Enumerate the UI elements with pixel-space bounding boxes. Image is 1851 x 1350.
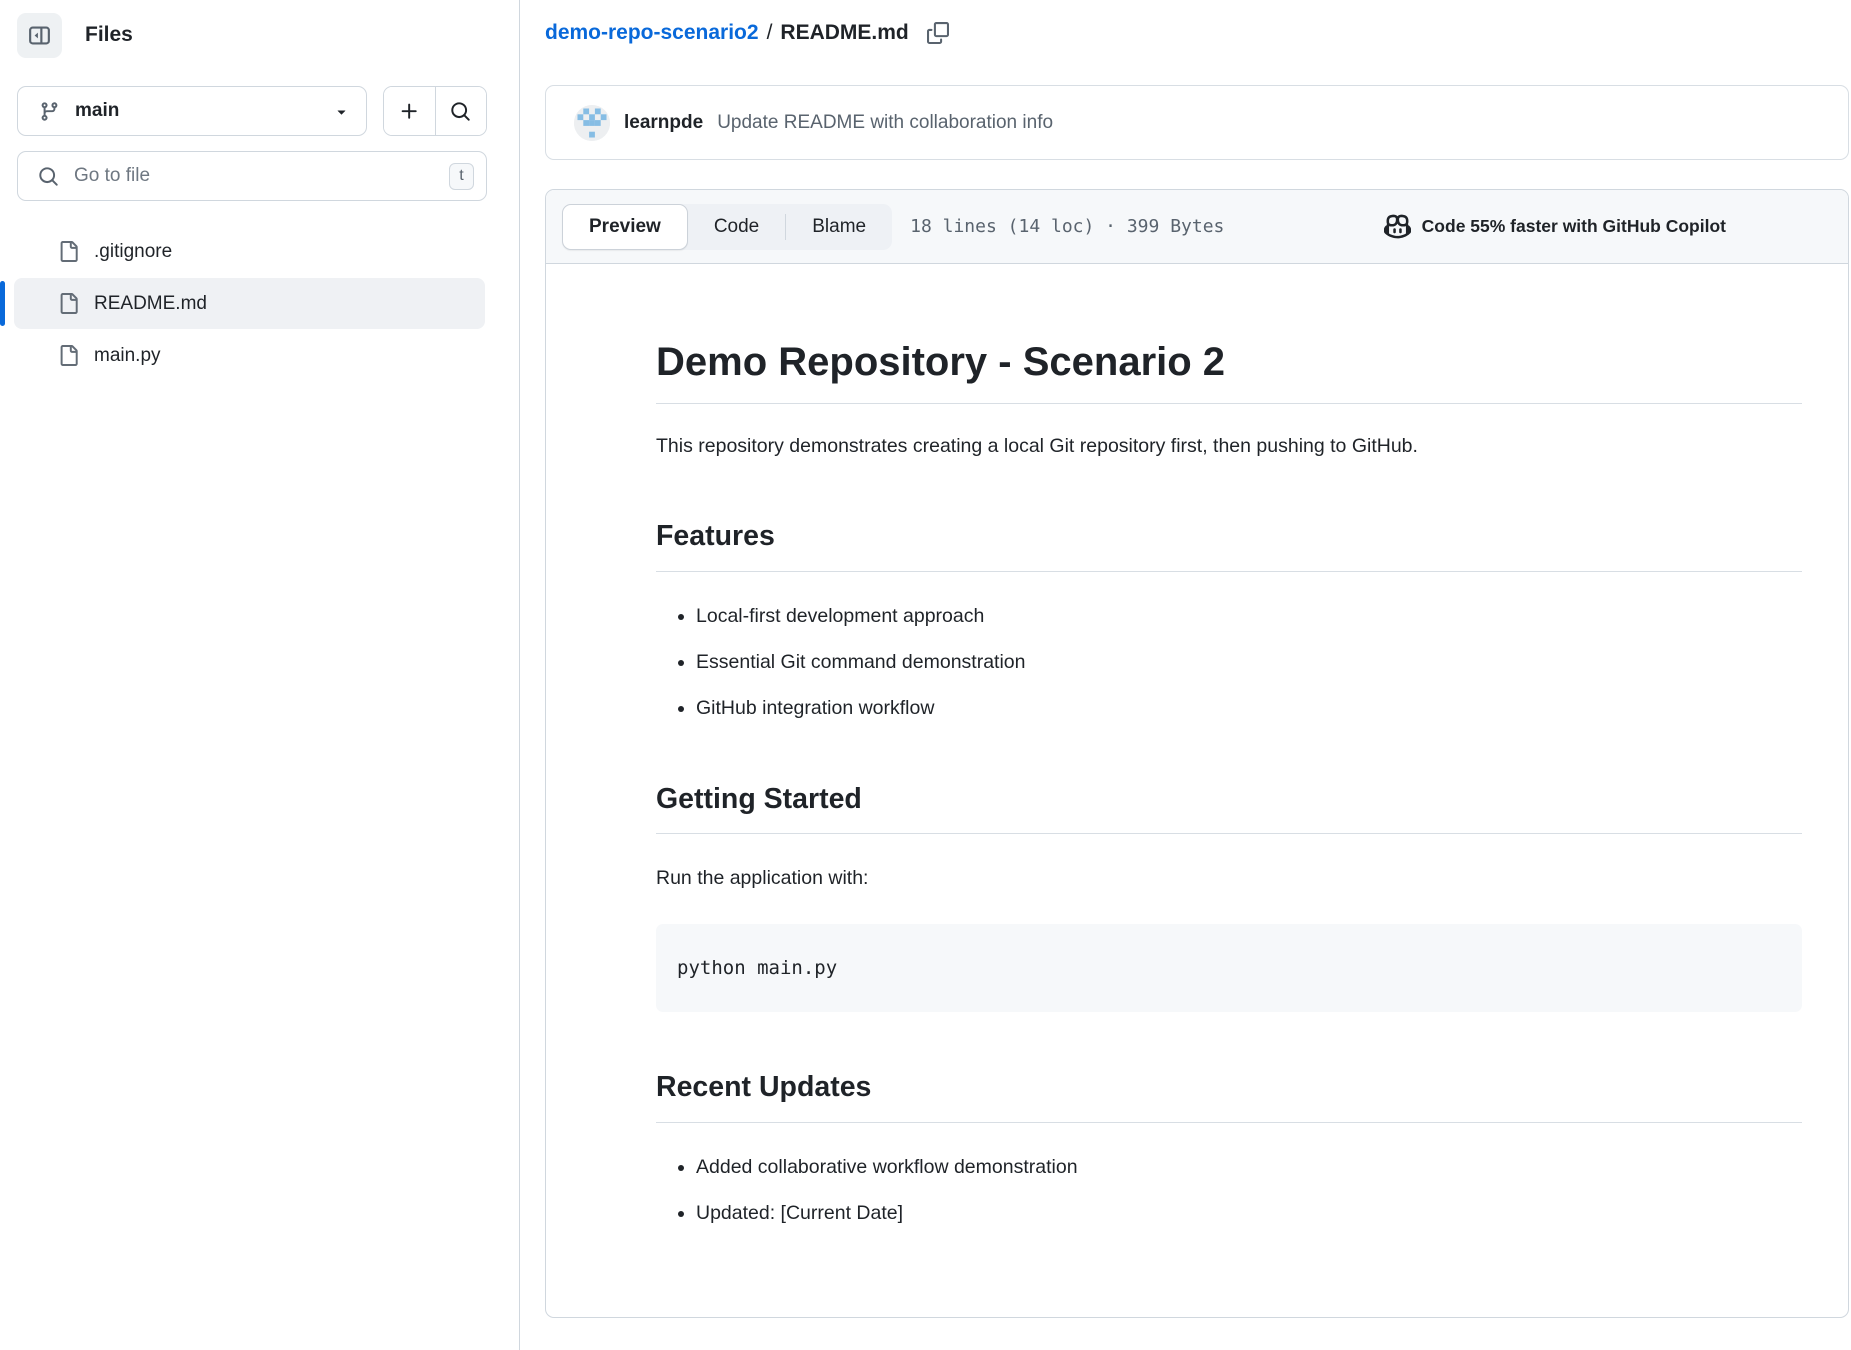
chevron-down-icon	[333, 103, 350, 120]
file-header-toolbar: Preview Code Blame 18 lines (14 loc) · 3…	[546, 190, 1848, 264]
list-item: Essential Git command demonstration	[696, 648, 1802, 677]
file-card: Preview Code Blame 18 lines (14 loc) · 3…	[545, 189, 1849, 1319]
file-name: .gitignore	[94, 240, 173, 262]
file-row-mainpy[interactable]: main.py	[14, 330, 485, 381]
file-icon	[58, 345, 79, 366]
list-item: GitHub integration workflow	[696, 694, 1802, 723]
collapse-sidebar-button[interactable]	[17, 12, 62, 58]
shortcut-key-badge: t	[449, 162, 474, 190]
breadcrumb-separator: /	[766, 21, 773, 44]
sidebar-title: Files	[85, 23, 133, 46]
search-icon	[38, 166, 59, 187]
tab-divider	[785, 213, 787, 240]
breadcrumb-repo-link[interactable]: demo-repo-scenario2	[545, 21, 759, 44]
file-icon	[58, 293, 79, 314]
breadcrumb-file-name: README.md	[780, 21, 909, 44]
commit-author-link[interactable]: learnpde	[624, 111, 704, 133]
tab-code[interactable]: Code	[688, 204, 785, 250]
getting-started-heading: Getting Started	[656, 782, 1802, 835]
file-view-main: demo-repo-scenario2 / README.md l	[520, 0, 1851, 1350]
go-to-file-input[interactable]	[74, 165, 434, 187]
copilot-icon	[1383, 213, 1411, 240]
git-branch-icon	[39, 101, 60, 122]
selected-file-accent-bar	[0, 281, 5, 326]
files-sidebar: Files main	[0, 0, 520, 1350]
readme-intro: This repository demonstrates creating a …	[656, 435, 1418, 457]
file-name: README.md	[94, 292, 207, 314]
getting-started-text: Run the application with:	[656, 867, 869, 890]
branch-toolbar: main	[17, 86, 487, 136]
list-item: Updated: [Current Date]	[696, 1199, 1802, 1228]
recent-updates-heading: Recent Updates	[656, 1070, 1802, 1123]
updates-list: Added collaborative workflow demonstrati…	[656, 1153, 1802, 1229]
file-name: main.py	[94, 344, 161, 366]
file-stats: 18 lines (14 loc) · 399 Bytes	[910, 216, 1225, 237]
list-item: Local-first development approach	[696, 602, 1802, 631]
code-text: python main.py	[677, 956, 838, 979]
file-tree: .gitignore README.md main.py	[0, 226, 487, 381]
file-icon	[58, 241, 79, 262]
file-actions-group	[383, 86, 487, 136]
file-row-gitignore[interactable]: .gitignore	[14, 226, 485, 277]
commit-message[interactable]: Update README with collaboration info	[717, 111, 1054, 133]
readme-title: Demo Repository - Scenario 2	[656, 337, 1802, 404]
avatar[interactable]	[574, 104, 610, 141]
add-file-button[interactable]	[384, 87, 435, 135]
list-item: Added collaborative workflow demonstrati…	[696, 1153, 1802, 1182]
features-list: Local-first development approach Essenti…	[656, 602, 1802, 724]
tab-blame[interactable]: Blame	[786, 204, 892, 250]
copy-icon	[926, 22, 949, 44]
readme-preview: Demo Repository - Scenario 2 This reposi…	[546, 264, 1848, 1317]
copy-path-button[interactable]	[923, 18, 953, 48]
current-branch-label: main	[75, 100, 120, 121]
branch-selector[interactable]: main	[17, 86, 367, 136]
sidebar-header: Files	[17, 12, 487, 58]
tab-preview[interactable]: Preview	[562, 203, 688, 250]
search-icon	[450, 101, 471, 122]
plus-icon	[399, 101, 420, 122]
collapse-sidebar-icon	[28, 24, 51, 47]
code-block: python main.py	[656, 923, 1802, 1013]
copilot-promo-text: Code 55% faster with GitHub Copilot	[1421, 216, 1726, 236]
search-files-button[interactable]	[434, 87, 486, 135]
features-heading: Features	[656, 519, 1802, 572]
go-to-file-search: t	[17, 151, 487, 201]
file-row-readme[interactable]: README.md	[0, 278, 485, 329]
breadcrumb: demo-repo-scenario2 / README.md	[545, 16, 1849, 50]
view-switcher: Preview Code Blame	[562, 203, 893, 250]
latest-commit-bar: learnpde Update README with collaboratio…	[545, 85, 1849, 160]
copilot-promo[interactable]: Code 55% faster with GitHub Copilot	[1383, 213, 1726, 240]
